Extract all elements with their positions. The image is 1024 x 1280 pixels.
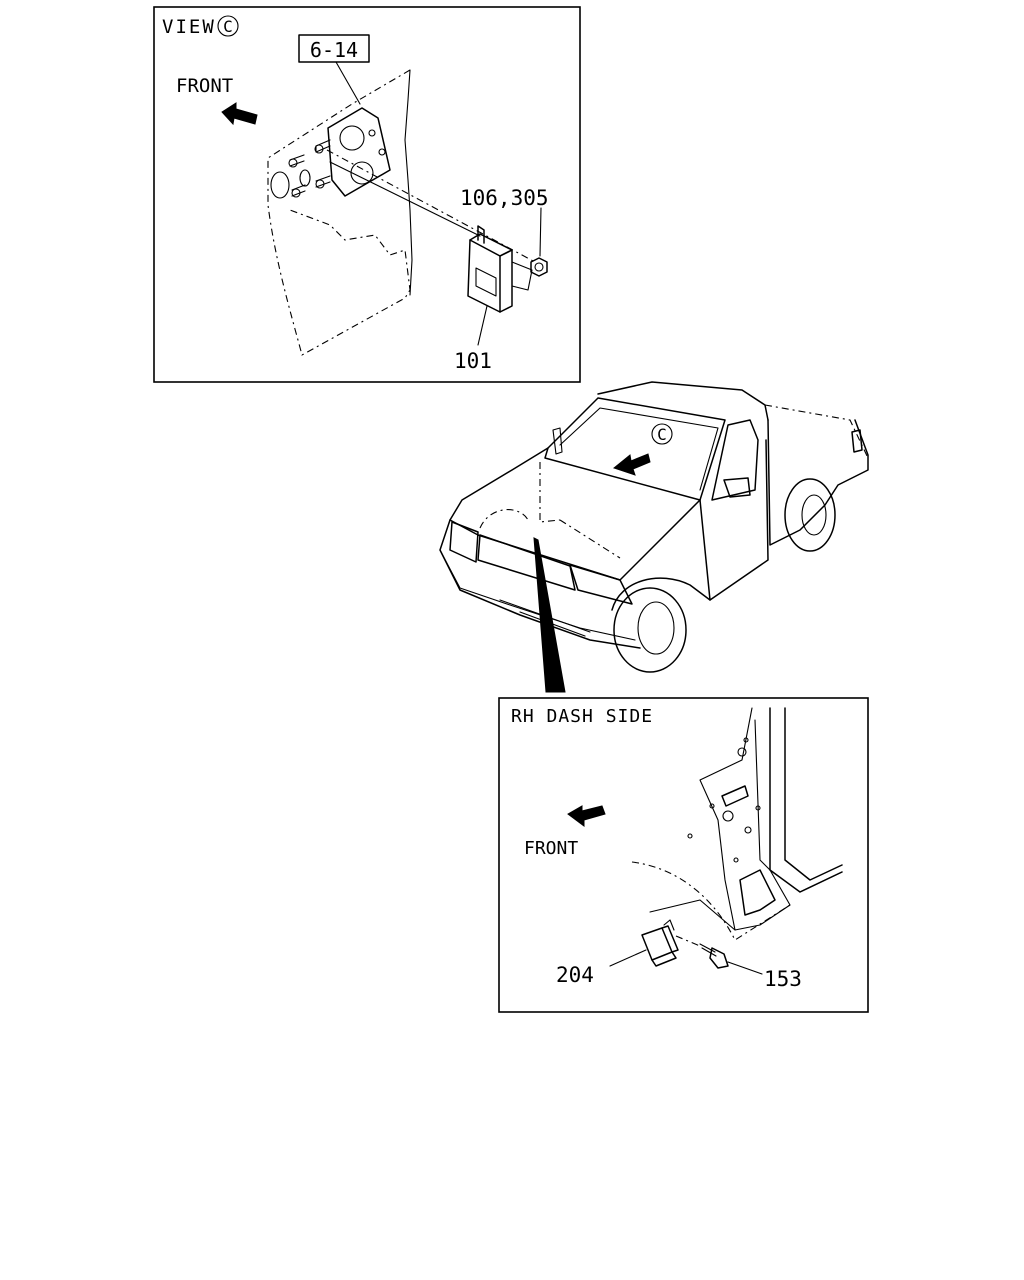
install-line-1 — [326, 149, 536, 263]
hood-center — [559, 519, 621, 559]
panel-hole — [737, 747, 747, 757]
panel-hole — [733, 857, 739, 863]
ref-box-label: 6-14 — [310, 38, 358, 62]
cab-roof — [597, 381, 769, 421]
rear-wheel-hub — [801, 494, 827, 536]
headlight-right — [569, 564, 633, 605]
plate-hole-4 — [378, 148, 386, 156]
control-unit-101 — [467, 225, 533, 313]
grille — [477, 534, 576, 591]
stud-icon — [288, 154, 305, 168]
ref-leader — [335, 61, 361, 105]
plate-hole-2 — [350, 161, 374, 185]
panel-hole-2 — [299, 169, 311, 187]
stud-icon — [291, 184, 306, 198]
hood-inner — [479, 462, 561, 529]
dash-panel-outline — [267, 69, 411, 356]
truck-view-arrow-icon — [612, 453, 651, 476]
stud-icon — [315, 175, 331, 189]
windshield-inner — [559, 407, 719, 491]
leader-106-305 — [539, 207, 542, 257]
part-label-153: 153 — [764, 967, 802, 991]
bumper-line — [439, 549, 636, 641]
mounting-plate — [327, 107, 391, 197]
floor-line — [799, 871, 843, 893]
a-pillar-mirror — [552, 427, 563, 455]
leader-101 — [477, 305, 488, 346]
pillar-edge — [754, 719, 771, 871]
front-wheel-arch — [611, 577, 711, 611]
side-window — [711, 419, 759, 501]
rh-front-label: FRONT — [524, 838, 578, 859]
pillar-outer — [769, 707, 843, 893]
stud-icon — [314, 139, 331, 154]
front-fascia — [439, 519, 641, 649]
panel-hole — [755, 805, 761, 811]
headlight-left — [449, 521, 479, 563]
ref-box — [298, 34, 370, 63]
slot-hole — [721, 785, 749, 807]
view-c-letter-marker: C — [217, 15, 239, 37]
plate-hole-1 — [339, 125, 365, 151]
view-c-title: VIEW — [162, 16, 216, 38]
wheelhouse-outline — [631, 861, 791, 941]
rh-dash-title: RH DASH SIDE — [511, 706, 653, 727]
panel-hole-1 — [270, 171, 290, 199]
rh-dash-frame — [498, 697, 869, 1013]
rh-front-arrow-icon — [567, 805, 606, 827]
nut-icon — [530, 257, 548, 277]
view-c-front-label: FRONT — [176, 75, 233, 97]
pickup-truck-illustration: C — [439, 381, 869, 693]
dash-panel-edge — [404, 69, 413, 296]
rear-wheel — [784, 478, 836, 552]
pillar-cutout — [739, 869, 776, 916]
callout-pointer — [533, 537, 566, 693]
panel-hole — [722, 810, 734, 822]
part-label-101: 101 — [454, 349, 492, 373]
front-wheel — [613, 587, 687, 673]
leader-153 — [727, 961, 763, 975]
connector-204 — [641, 919, 679, 967]
windshield — [544, 397, 726, 501]
panel-hole — [744, 826, 752, 834]
panel-hole — [709, 803, 715, 809]
install-line-2 — [329, 161, 481, 237]
part-label-106-305: 106,305 — [460, 186, 549, 210]
front-wheel-hub — [637, 601, 675, 655]
plate-hole-3 — [368, 129, 376, 137]
door — [699, 439, 769, 601]
truck-view-marker — [651, 423, 673, 445]
mirror — [723, 477, 751, 498]
view-c-frame — [153, 6, 581, 383]
pillar-inner — [784, 707, 843, 881]
panel-hole — [687, 833, 693, 839]
hood — [449, 447, 701, 581]
rh-dash-panel: RH DASH SIDE FRONT — [498, 697, 869, 1013]
front-arrow-icon — [221, 102, 258, 126]
tail-light — [851, 429, 863, 453]
bolt-install-line — [675, 935, 701, 947]
bracket-line — [649, 899, 736, 931]
bolt-icon — [699, 943, 729, 969]
view-c-panel: VIEW C 6-14 FRONT — [153, 6, 581, 383]
view-c-letter: C — [223, 17, 233, 36]
leader-204 — [609, 949, 647, 967]
truck-view-letter: C — [657, 425, 667, 444]
part-label-204: 204 — [556, 963, 594, 987]
panel-hole — [743, 737, 749, 743]
